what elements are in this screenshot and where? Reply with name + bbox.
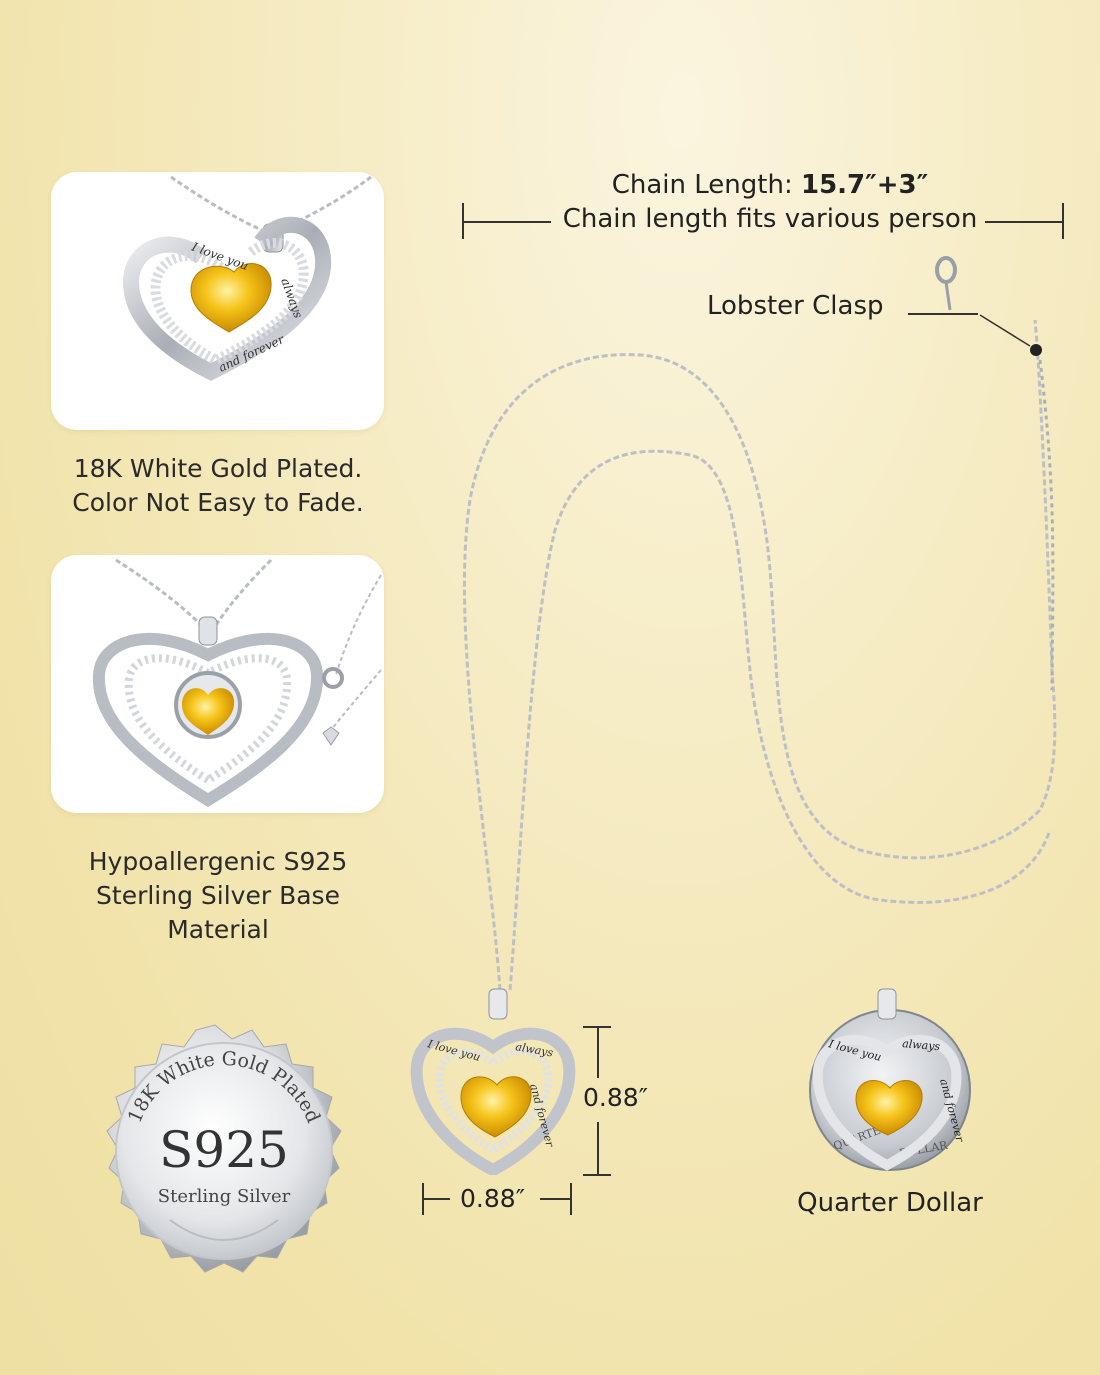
chain-length-dimension-right	[985, 221, 1063, 223]
feature-card-material	[51, 555, 384, 813]
feature-caption-plating: 18K White Gold Plated. Color Not Easy to…	[72, 454, 364, 517]
coin-engraving-2: always	[902, 1037, 941, 1053]
badge-main-text: S925	[159, 1121, 289, 1179]
lobster-clasp-icon	[935, 256, 957, 311]
chain-length-value: 15.7″+3″	[800, 170, 929, 200]
extender-chain	[1038, 359, 1055, 691]
badge-sub-text: Sterling Silver	[158, 1186, 291, 1207]
clasp-pointer-line	[908, 313, 978, 315]
quarter-dollar-comparison-image: QUARTER DOLLAR I love you always and for…	[809, 988, 971, 1171]
feature-card-plating: I love you always and forever	[51, 172, 384, 430]
pendant-height-label: 0.88″	[583, 1083, 649, 1112]
s925-badge: 18K White Gold Plated S925 Sterling Silv…	[60, 995, 370, 1305]
width-dimension-right	[570, 1183, 572, 1215]
lobster-clasp-label: Lobster Clasp	[707, 291, 884, 321]
heart-pendant-image: I love you always and forever	[122, 175, 372, 381]
pendant-back-image	[92, 558, 382, 808]
height-dimension-bottom	[583, 1174, 611, 1176]
feature-caption-material: Hypoallergenic S925 Sterling Silver Base…	[88, 847, 348, 944]
pendant-width-label: 0.88″	[460, 1184, 526, 1213]
height-dimension-line-upper	[597, 1026, 599, 1078]
necklace-chain-image	[463, 256, 1057, 991]
quarter-dollar-label: Quarter Dollar	[797, 1188, 983, 1218]
main-heart-pendant-image: I love you always and forever	[410, 988, 576, 1175]
chain-length-dimension-left	[463, 221, 551, 223]
chain-length-note: Chain length fits various person	[562, 204, 978, 234]
chain-length-title: Chain Length: 15.7″+3″	[611, 170, 929, 200]
height-dimension-line-lower	[597, 1122, 599, 1174]
clasp-marker-icon	[1030, 344, 1042, 356]
